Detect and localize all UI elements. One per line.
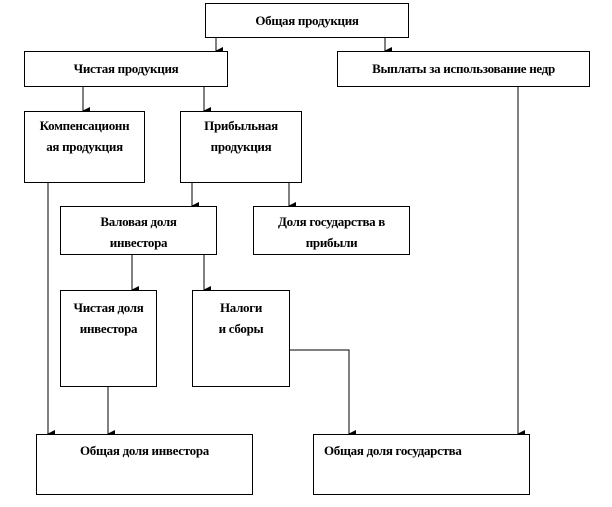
node-label: Общая доля государства [324,443,462,458]
node-compensation-production: Компенсационная продукция [24,111,145,183]
node-total-state-share: Общая доля государства [313,434,530,495]
node-total-production: Общая продукция [205,3,409,38]
node-label: Чистая продукция [73,61,179,76]
node-label: Валовая доля инвестора [100,214,177,250]
arrow-taxes-to-state-total [289,349,356,438]
node-taxes-fees: Налоги и сборы [192,290,290,387]
node-label: Чистая доля инвестора [73,300,144,336]
node-label: Компенсационная продукция [39,118,130,154]
node-label: Прибыльная продукция [204,118,278,154]
node-total-investor-share: Общая доля инвестора [36,434,253,495]
node-state-profit-share: Доля государства в прибыли [253,206,410,255]
node-label: Общая доля инвестора [80,443,209,458]
node-subsoil-payments: Выплаты за использование недр [337,51,590,87]
node-gross-investor-share: Валовая доля инвестора [60,206,217,255]
node-label: Выплаты за использование недр [372,61,555,76]
node-label: Налоги и сборы [218,300,264,336]
node-label: Доля государства в прибыли [277,214,386,250]
node-net-production: Чистая продукция [24,51,228,87]
node-label: Общая продукция [255,12,359,28]
node-net-investor-share: Чистая доля инвестора [60,290,157,387]
node-profit-production: Прибыльная продукция [180,111,302,183]
